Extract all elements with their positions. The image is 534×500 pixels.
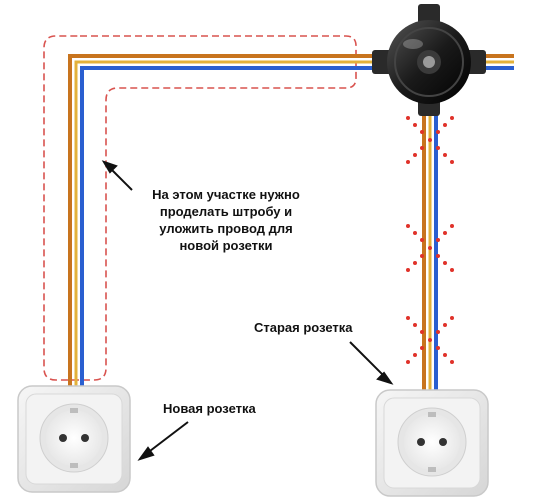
new-wire-route — [68, 54, 430, 388]
wire-brown-new — [68, 54, 430, 388]
old-socket-icon — [375, 389, 489, 497]
old-socket-label: Старая розетка — [254, 320, 353, 335]
arrow-to-old-socket — [349, 341, 394, 385]
cross-mark-1 — [406, 116, 454, 164]
cross-mark-2 — [406, 224, 454, 272]
arrow-to-new-socket — [137, 421, 189, 461]
channel-outline — [43, 35, 357, 381]
new-socket-icon — [17, 385, 131, 493]
wire-blue-new — [80, 66, 430, 388]
channel-note-label: На этом участке нужно проделать штробу и… — [152, 187, 300, 253]
junction-box-icon — [372, 4, 486, 116]
new-socket-label: Новая розетка — [163, 401, 256, 416]
arrow-to-channel — [101, 160, 133, 191]
cross-mark-icon — [406, 116, 454, 364]
wire-yellow-new — [74, 60, 430, 388]
cross-mark-3 — [406, 316, 454, 364]
